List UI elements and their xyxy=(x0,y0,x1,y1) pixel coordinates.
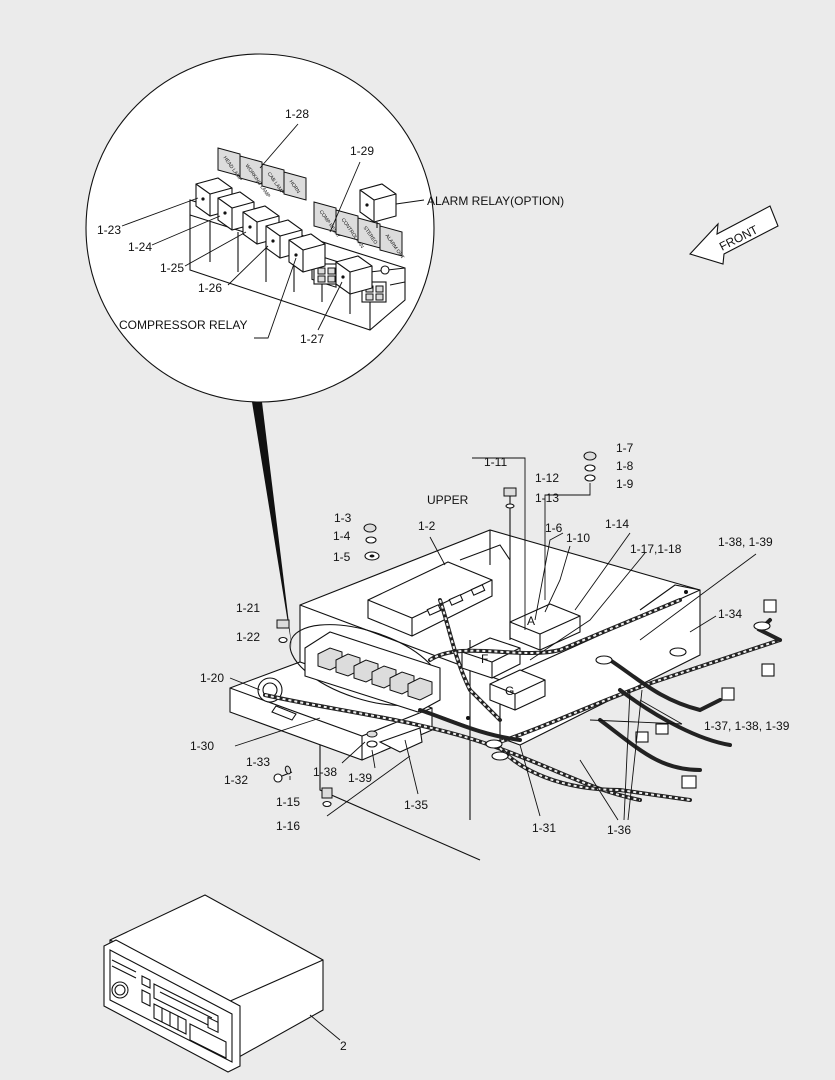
grommet xyxy=(753,621,771,631)
label-1-9: 1-9 xyxy=(616,477,634,491)
leader-1-24 xyxy=(151,215,221,246)
leader-2 xyxy=(309,1014,341,1041)
label-1-24: 1-24 xyxy=(128,240,152,254)
leader-1-23 xyxy=(121,197,199,227)
connector xyxy=(681,775,697,789)
relay-detail-view: HEAD LAMP WORKING LAMP CAB LAMP HORN COM… xyxy=(85,53,564,648)
fuse-box-g-label: G xyxy=(505,684,514,698)
label-1-5: 1-5 xyxy=(333,550,351,564)
leader-1-28 xyxy=(259,123,299,169)
connector xyxy=(635,731,649,743)
volume-knob xyxy=(111,981,129,999)
label-1-30: 1-30 xyxy=(190,739,214,753)
fuse-box-g: G xyxy=(489,669,546,711)
detail-pointer xyxy=(252,402,292,648)
main-leaders xyxy=(229,457,757,821)
label-alarm-relay: ALARM RELAY(OPTION) xyxy=(427,194,564,208)
main-assembly: A F G xyxy=(190,441,790,861)
connector xyxy=(721,687,735,701)
label-1-13: 1-13 xyxy=(535,491,559,505)
leader-1-26 xyxy=(227,245,269,286)
label-1-31: 1-31 xyxy=(532,821,556,835)
bolt-1-21 xyxy=(276,619,290,644)
label-1-39: 1-39 xyxy=(348,771,372,785)
label-1-11: 1-11 xyxy=(484,455,507,469)
label-1-8: 1-8 xyxy=(616,459,634,473)
label-1-21: 1-21 xyxy=(236,601,260,615)
label-1-15: 1-15 xyxy=(276,795,300,809)
controller-1-2 xyxy=(367,561,493,637)
fuse-tag: STEREO xyxy=(357,217,381,249)
wire-harness xyxy=(263,598,782,802)
stereo-unit-2: 2 xyxy=(103,894,347,1073)
leader-alarm-relay xyxy=(395,199,425,205)
label-1-23: 1-23 xyxy=(97,223,121,237)
bolt-1-15 xyxy=(321,787,333,808)
fuse-box-a-label: A xyxy=(527,614,535,628)
harness-relay-module xyxy=(289,624,441,713)
leader-1-27 xyxy=(317,281,343,331)
relay-alarm-option xyxy=(359,183,397,228)
label-1-20: 1-20 xyxy=(200,671,224,685)
grommet xyxy=(491,751,509,761)
leader-1-25 xyxy=(184,231,247,267)
connector xyxy=(655,723,669,735)
label-compressor-relay: COMPRESSOR RELAY xyxy=(119,318,247,332)
label-1-16: 1-16 xyxy=(276,819,300,833)
grommet xyxy=(669,647,687,657)
label-1-38-1-39: 1-38, 1-39 xyxy=(718,535,773,549)
bolt-1-32 xyxy=(273,765,293,783)
label-1-25: 1-25 xyxy=(160,261,184,275)
label-1-29: 1-29 xyxy=(350,144,374,158)
label-1-36: 1-36 xyxy=(607,823,631,837)
nut-1-38-1-39 xyxy=(366,730,378,748)
harness-connectors xyxy=(485,599,777,789)
label-upper: UPPER xyxy=(427,493,469,507)
label-1-4: 1-4 xyxy=(333,529,351,543)
label-1-7: 1-7 xyxy=(616,441,634,455)
label-1-14: 1-14 xyxy=(605,517,629,531)
hardware-1-3-1-5 xyxy=(363,523,380,561)
label-1-3: 1-3 xyxy=(334,511,352,525)
label-1-27: 1-27 xyxy=(300,332,324,346)
grommet xyxy=(595,655,613,665)
label-1-28: 1-28 xyxy=(285,107,309,121)
label-1-37-1-38-1-39: 1-37, 1-38, 1-39 xyxy=(704,719,790,733)
relay-1-27 xyxy=(335,255,373,295)
hardware-1-7-1-9 xyxy=(583,451,597,482)
label-1-6: 1-6 xyxy=(545,521,563,535)
leader-1-29 xyxy=(329,161,361,233)
label-1-17-1-18: 1-17,1-18 xyxy=(630,542,682,556)
label-2: 2 xyxy=(340,1039,347,1053)
label-1-38: 1-38 xyxy=(313,765,337,779)
label-1-12: 1-12 xyxy=(535,471,559,485)
label-1-34: 1-34 xyxy=(718,607,742,621)
label-1-2: 1-2 xyxy=(418,519,436,533)
label-1-22: 1-22 xyxy=(236,630,260,644)
bolt-1-12 xyxy=(503,487,517,640)
front-arrow: FRONT xyxy=(688,205,779,265)
relay-compressor xyxy=(288,233,326,273)
connector xyxy=(761,663,775,677)
leader-compressor-relay xyxy=(254,257,297,339)
connector xyxy=(763,599,777,613)
label-1-10: 1-10 xyxy=(566,531,590,545)
label-1-26: 1-26 xyxy=(198,281,222,295)
fuse-tag: HORN xyxy=(283,171,307,201)
grommet xyxy=(485,739,503,749)
fuse-box-f-label: F xyxy=(481,652,488,666)
label-1-35: 1-35 xyxy=(404,798,428,812)
label-1-32: 1-32 xyxy=(224,773,248,787)
label-1-33: 1-33 xyxy=(246,755,270,769)
